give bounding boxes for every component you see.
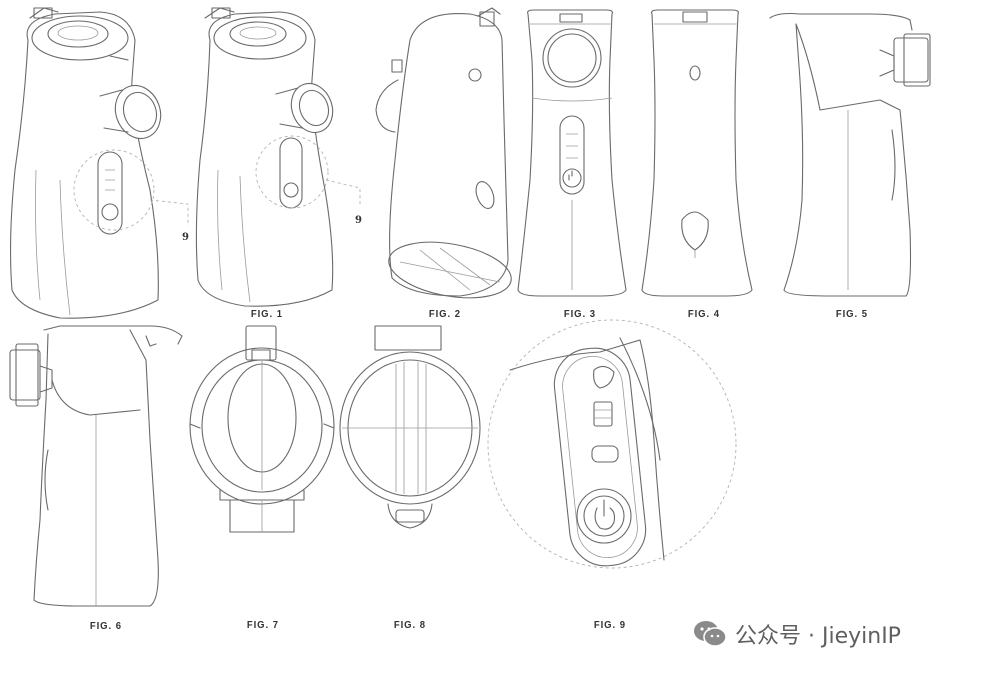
fig9-label: FIG. 9 — [593, 620, 626, 631]
fig9-drawing — [487, 319, 737, 569]
fig1b-drawing — [195, 7, 361, 307]
fig5-drawing — [769, 12, 931, 297]
fig2-label: FIG. 2 — [428, 309, 461, 320]
reference-numeral-9: 9 — [182, 232, 189, 243]
fig8-drawing — [339, 325, 481, 529]
watermark: 公众号 · JieyinIP — [693, 618, 901, 650]
fig4-drawing — [641, 9, 753, 297]
watermark-text: 公众号 · JieyinIP — [735, 624, 901, 649]
wechat-icon — [694, 621, 727, 647]
fig1-label: FIG. 1 — [250, 309, 283, 320]
fig6-label: FIG. 6 — [89, 621, 122, 632]
fig5-label: FIG. 5 — [835, 309, 868, 320]
fig3-label: FIG. 3 — [563, 309, 596, 320]
fig6-drawing — [9, 325, 183, 607]
reference-numeral-9: 9 — [355, 215, 362, 226]
fig7-drawing — [189, 325, 335, 533]
fig2-drawing — [375, 7, 512, 299]
fig7-label: FIG. 7 — [246, 620, 279, 631]
fig8-label: FIG. 8 — [393, 620, 426, 631]
fig1-drawing — [9, 7, 189, 319]
fig3-drawing — [517, 9, 627, 297]
fig4-label: FIG. 4 — [687, 309, 720, 320]
